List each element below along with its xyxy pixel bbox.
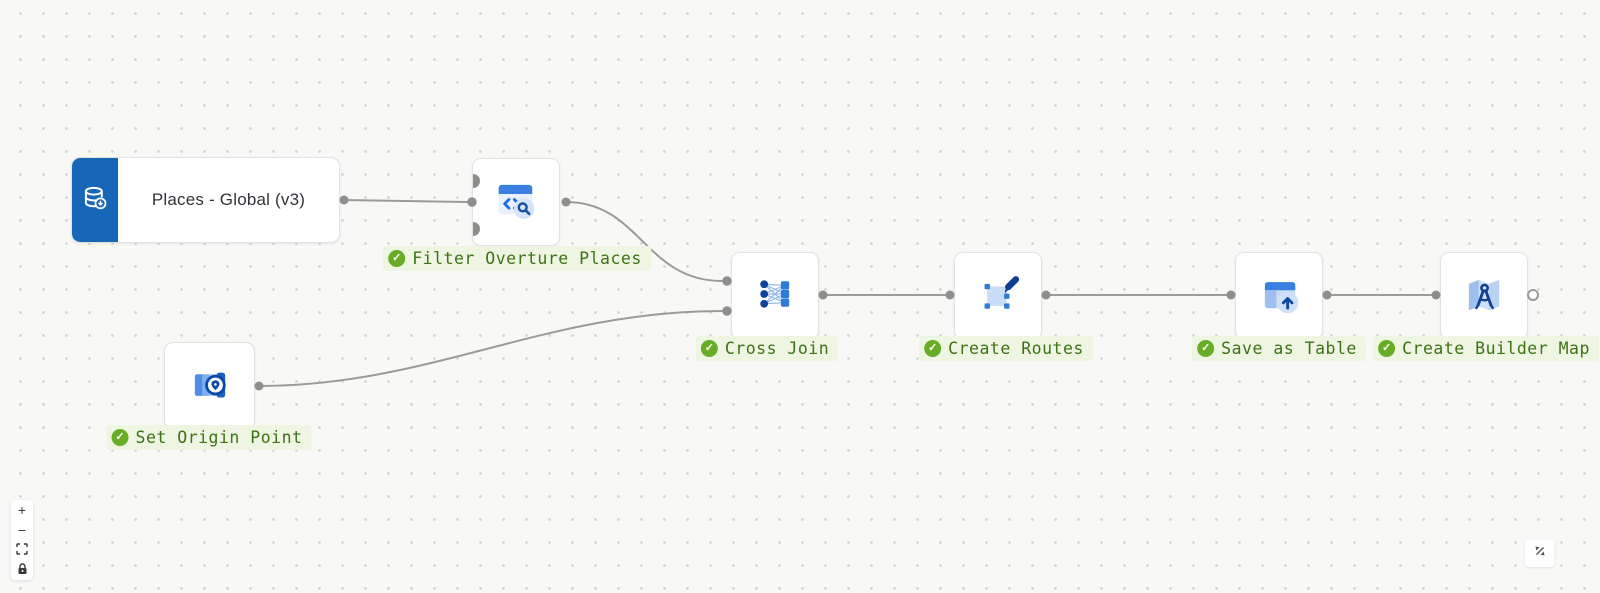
map-compass-icon: [1458, 268, 1510, 325]
edge-places-to-filter[interactable]: [343, 199, 468, 203]
port-out-crossjoin[interactable]: [818, 290, 828, 300]
status-label-text: Filter Overture Places: [412, 249, 642, 268]
zoom-out-button[interactable]: −: [11, 520, 33, 540]
node-create-builder-map[interactable]: [1440, 252, 1528, 340]
success-check-icon: ✓: [1378, 340, 1396, 357]
status-label-save-table: ✓ Save as Table: [1192, 336, 1366, 361]
source-accent: [72, 158, 118, 242]
success-check-icon: ✓: [924, 340, 942, 357]
node-places-global[interactable]: Places - Global (v3): [71, 157, 340, 243]
port-out-buildermap-unconnected[interactable]: [1527, 289, 1539, 301]
status-label-builder-map: ✓ Create Builder Map: [1373, 336, 1599, 361]
database-import-icon: [81, 184, 109, 217]
status-label-text: Save as Table: [1221, 339, 1357, 358]
port-out-origin[interactable]: [254, 381, 264, 391]
node-cross-join[interactable]: [731, 252, 819, 340]
fit-view-button[interactable]: [11, 540, 33, 560]
fit-view-icon: [16, 542, 28, 558]
port-out-filter[interactable]: [561, 197, 571, 207]
success-check-icon: ✓: [700, 340, 718, 357]
canvas-resize-handle[interactable]: [1525, 540, 1554, 567]
status-label-cross-join: ✓ Cross Join: [695, 336, 839, 361]
success-check-icon: ✓: [1197, 340, 1215, 357]
node-set-origin-point[interactable]: [164, 342, 255, 430]
lock-icon: [17, 562, 28, 578]
zoom-in-button[interactable]: +: [11, 500, 33, 520]
lock-button[interactable]: [11, 560, 33, 580]
status-label-text: Set Origin Point: [135, 428, 303, 447]
success-check-icon: ✓: [388, 250, 406, 267]
canvas-zoom-controls: + −: [11, 500, 33, 580]
status-label-text: Create Routes: [948, 339, 1084, 358]
status-label-filter: ✓ Filter Overture Places: [383, 246, 651, 271]
cross-join-icon: [749, 268, 801, 325]
port-out-places[interactable]: [339, 195, 349, 205]
node-save-as-table[interactable]: [1235, 252, 1323, 340]
port-out-routes[interactable]: [1041, 290, 1051, 300]
node-title: Places - Global (v3): [151, 190, 306, 209]
edit-geometry-icon: [972, 268, 1024, 325]
success-check-icon: ✓: [111, 429, 129, 446]
status-label-text: Create Builder Map: [1402, 339, 1590, 358]
diagonal-resize-icon: [1533, 544, 1547, 563]
edge-origin-to-crossjoin[interactable]: [258, 310, 723, 387]
status-label-routes: ✓ Create Routes: [919, 336, 1093, 361]
code-search-icon: [490, 174, 542, 231]
map-location-pin-icon: [184, 358, 236, 415]
port-out-savetable[interactable]: [1322, 290, 1332, 300]
node-create-routes[interactable]: [954, 252, 1042, 340]
status-label-origin: ✓ Set Origin Point: [106, 425, 312, 450]
node-filter-overture-places[interactable]: [472, 158, 560, 246]
table-upload-icon: [1253, 268, 1305, 325]
status-label-text: Cross Join: [724, 339, 830, 358]
